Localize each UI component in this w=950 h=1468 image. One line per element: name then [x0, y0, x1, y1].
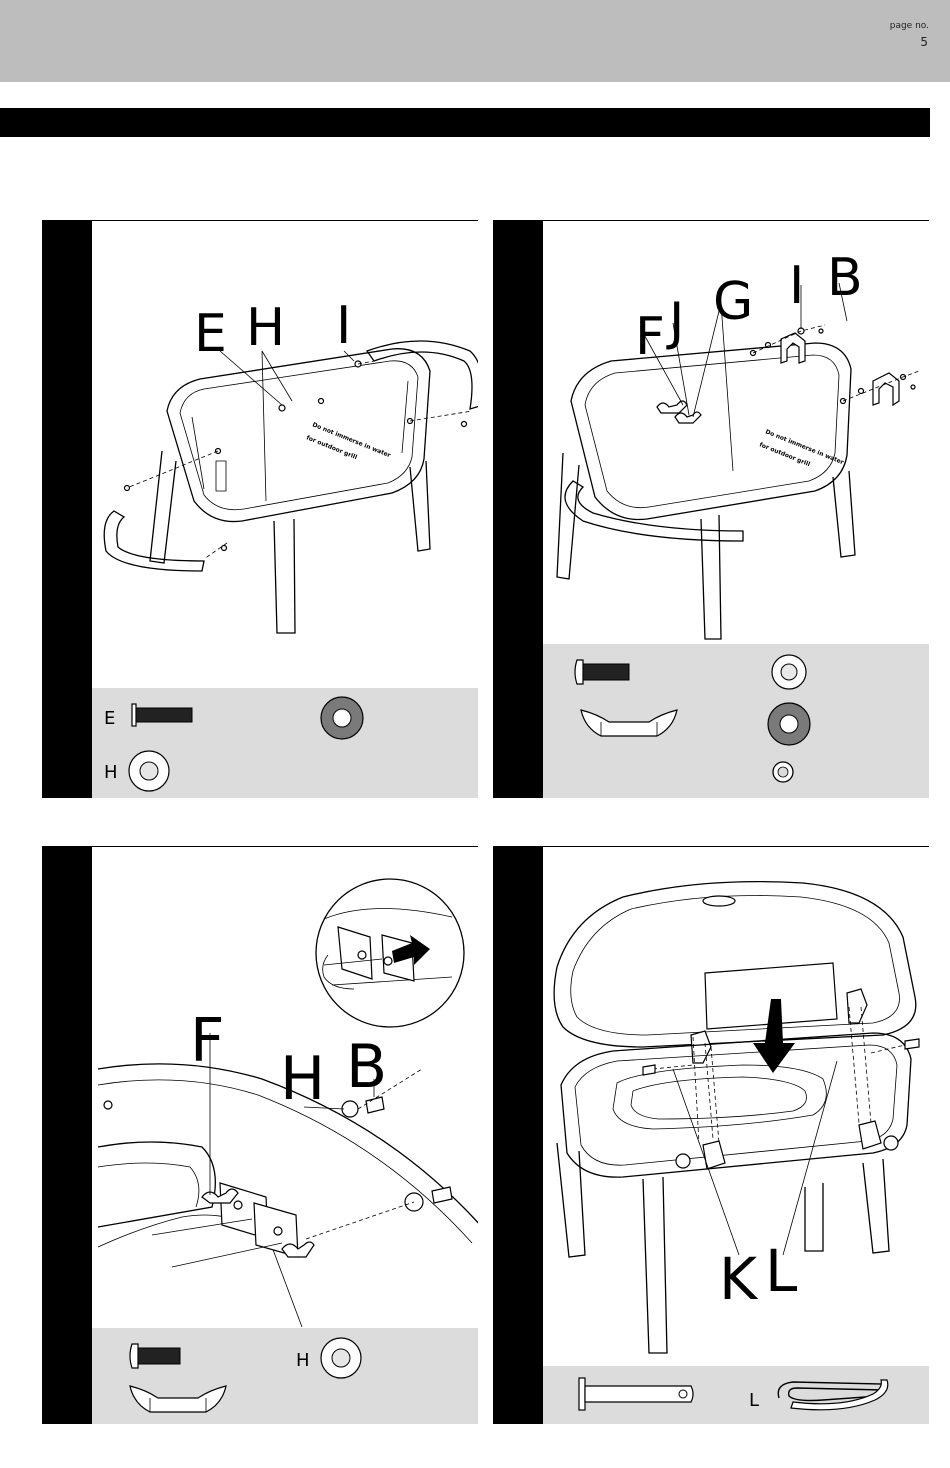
washer-large-icon [768, 703, 810, 745]
callout-b: B [346, 1032, 387, 1102]
grill-base-drawing: Do not immerse in water for outdoor gril… [557, 283, 919, 639]
callout-l: L [765, 1237, 797, 1305]
step-2-illustration: Do not immerse in water for outdoor gril… [543, 221, 929, 645]
step-panel-1: Do not immerse in water for outdoor gril… [42, 220, 478, 798]
step-number-tab [493, 220, 543, 798]
callout-f: F [190, 1006, 225, 1076]
step-panel-4: K L L [493, 846, 929, 1424]
washer-icon [321, 1338, 361, 1378]
callout-g: G [713, 272, 753, 332]
part-label-l: L [749, 1390, 759, 1411]
callout-f: F [635, 307, 665, 367]
grill-base-drawing: Do not immerse in water for outdoor gril… [104, 341, 478, 633]
page-number-label: page no. [890, 21, 929, 31]
bolt-icon [130, 1344, 180, 1368]
part-label-h: H [104, 762, 118, 783]
parts-strip: H [92, 1328, 478, 1424]
step-3-illustration: F H B [92, 847, 478, 1327]
callout-h: H [246, 298, 285, 358]
callout-i: I [336, 296, 351, 356]
callout-b: B [827, 248, 863, 308]
callout-i: I [789, 256, 804, 316]
part-label-e: E [104, 708, 115, 729]
cotter-pin-icon [778, 1380, 888, 1410]
washer-icon [772, 655, 806, 689]
step-number-tab [42, 846, 92, 1424]
detail-inset [316, 879, 464, 1027]
step-panel-2: Do not immerse in water for outdoor gril… [493, 220, 929, 798]
parts-strip [543, 644, 929, 798]
callout-j: J [666, 292, 684, 352]
callout-e: E [194, 304, 227, 364]
lock-washer-icon [773, 762, 793, 782]
section-title-bar [0, 108, 930, 137]
step-panel-3: F H B H [42, 846, 478, 1424]
hinge-pin-icon [579, 1378, 693, 1410]
bolt-icon [132, 704, 192, 726]
bolt-icon [575, 660, 629, 684]
step-number-tab [493, 846, 543, 1424]
washer-icon [129, 751, 169, 791]
wing-nut-icon [581, 710, 677, 736]
header-band: page no. 5 [0, 0, 950, 82]
washer-large-icon [321, 697, 363, 739]
parts-strip: L [543, 1366, 929, 1424]
page-number: 5 [920, 35, 928, 49]
callout-k: K [719, 1245, 759, 1313]
step-4-illustration: K L [543, 847, 929, 1367]
step-number-tab [42, 220, 92, 798]
grill-lid-drawing [554, 882, 916, 1063]
part-label-h: H [296, 1350, 310, 1371]
parts-strip: E H [92, 688, 478, 798]
callout-h: H [280, 1044, 325, 1114]
step-1-illustration: Do not immerse in water for outdoor gril… [92, 221, 478, 687]
wing-nut-icon [130, 1386, 226, 1412]
